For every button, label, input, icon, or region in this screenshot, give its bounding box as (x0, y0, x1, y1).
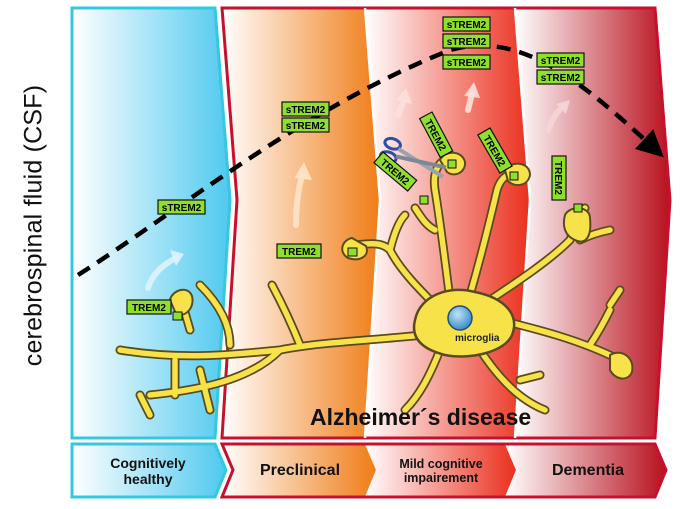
strem2-label: sTREM2 (447, 58, 487, 69)
stage-label-mci: Mild cognitive impairement (376, 448, 506, 494)
stage-label-healthy-line1: Cognitively (110, 454, 186, 471)
up-arrow-icon (395, 88, 412, 118)
strem2-label: sTREM2 (162, 203, 202, 214)
up-arrow-icon (293, 162, 312, 228)
stage-label-mci-line2: impairement (403, 471, 479, 485)
stage-label-mci-line1: Mild cognitive (399, 456, 483, 471)
microglia-nucleus (447, 305, 473, 331)
stage-arrows (70, 442, 668, 499)
stage-arrow-mci (365, 444, 516, 497)
trem2-label: TREM2 (282, 247, 316, 258)
stage-label-healthy: Cognitively healthy (78, 448, 218, 494)
strem2-label: sTREM2 (286, 121, 326, 132)
stage-label-healthy-line2: healthy (123, 471, 173, 487)
trem2-label: TREM2 (132, 303, 166, 314)
y-axis-label-wrap: cerebrospinal fluid (CSF) (6, 10, 62, 440)
stage-arrow-preclinical (222, 444, 376, 497)
strem2-label: sTREM2 (541, 56, 581, 67)
disease-title: Alzheimer´s disease (310, 404, 532, 430)
panel-healthy (70, 6, 232, 440)
up-arrow-icon (545, 100, 570, 133)
y-axis-label: cerebrospinal fluid (CSF) (19, 84, 48, 366)
panel-preclinical (222, 8, 380, 438)
trend-arrow-icon (76, 43, 664, 277)
up-arrow-icon (464, 82, 480, 113)
strem2-label: sTREM2 (447, 20, 487, 31)
strem2-label: sTREM2 (286, 105, 326, 116)
shedding-arrows (145, 82, 570, 291)
microglia-label: microglia (455, 333, 500, 344)
stage-label-dementia: Dementia (551, 461, 625, 479)
panel-disease-border (220, 6, 672, 440)
strem2-label: sTREM2 (541, 73, 581, 84)
microglia-cell (115, 151, 634, 420)
trem2-labels: TREM2 TREM2 TREM2 TREM2 TREM2 TREM2 (126, 111, 583, 321)
trem2-label: TREM2 (552, 161, 563, 195)
strem2-labels: sTREM2 sTREM2 sTREM2 sTREM2 sTREM2 sTREM… (157, 16, 585, 215)
up-arrow-icon (145, 250, 184, 291)
panel-mci (365, 8, 530, 438)
stage-label-preclinical: Preclinical (259, 461, 341, 479)
stage-arrow-healthy (70, 442, 228, 499)
stage-arrow-dementia (505, 444, 666, 497)
strem2-label: sTREM2 (447, 37, 487, 48)
